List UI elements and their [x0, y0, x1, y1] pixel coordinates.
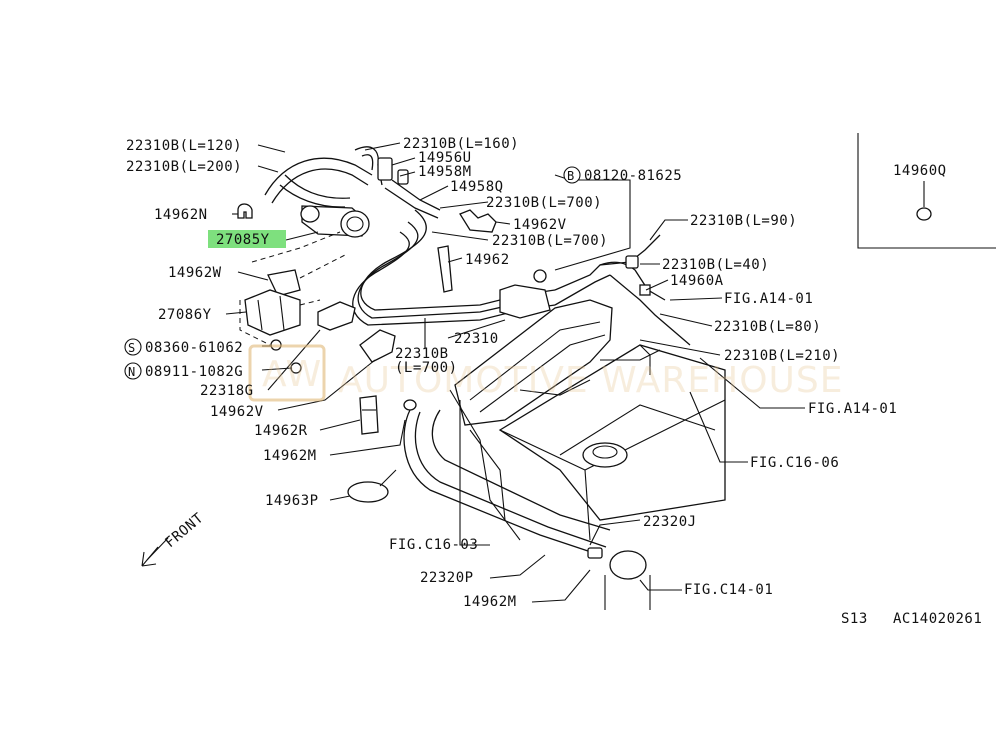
- clips: [237, 203, 497, 503]
- label-14956U[interactable]: 14956U: [418, 150, 472, 166]
- plug-part: [916, 207, 932, 221]
- label-diagram-code: AC14020261: [893, 611, 982, 627]
- bracket-27086Y: [244, 289, 301, 336]
- circle-N: [124, 362, 142, 380]
- label-14962[interactable]: 14962: [465, 252, 510, 268]
- label-FIG-C16-03[interactable]: FIG.C16-03: [389, 537, 478, 553]
- label-14962V-bottom[interactable]: 14962V: [210, 404, 264, 420]
- clip-14962V-bottom: [359, 329, 396, 363]
- circle-S: [124, 338, 142, 356]
- clip-14962R: [359, 395, 379, 435]
- canister-part: [300, 205, 370, 238]
- label-27086Y[interactable]: 27086Y: [158, 307, 212, 323]
- oil-filler-cap: [582, 442, 628, 468]
- label-22310B-mid[interactable]: 22310B: [395, 346, 449, 362]
- front-label: FRONT: [162, 510, 207, 551]
- hose-group-lower: [403, 399, 611, 559]
- pump-part: [609, 550, 647, 580]
- label-22320J[interactable]: 22320J: [643, 514, 697, 530]
- label-14962V-top[interactable]: 14962V: [513, 217, 567, 233]
- label-08911-1082G[interactable]: 08911-1082G: [145, 364, 243, 380]
- label-14958M[interactable]: 14958M: [418, 164, 472, 180]
- circle-B: [563, 166, 581, 184]
- label-14962W[interactable]: 14962W: [168, 265, 222, 281]
- clip-14962W: [267, 269, 301, 297]
- label-27085Y[interactable]: 27085Y: [216, 232, 270, 248]
- label-14962R[interactable]: 14962R: [254, 423, 308, 439]
- label-08120-81625[interactable]: 08120-81625: [584, 168, 682, 184]
- label-14962M-left[interactable]: 14962M: [263, 448, 317, 464]
- front-indicator: FRONT: [141, 510, 207, 567]
- label-08360-61062[interactable]: 08360-61062: [145, 340, 243, 356]
- label-22310B-210[interactable]: 22310B(L=210): [724, 348, 840, 364]
- watermark-logo: AW: [262, 354, 322, 395]
- label-14958Q[interactable]: 14958Q: [450, 179, 504, 195]
- label-22310B-90[interactable]: 22310B(L=90): [690, 213, 797, 229]
- label-22310B-700-b[interactable]: 22310B(L=700): [492, 233, 608, 249]
- watermark-text: AUTOMOTIVE WAREHOUSE: [338, 360, 844, 401]
- inset-box: 14960Q: [857, 133, 996, 249]
- label-S13: S13: [841, 611, 868, 627]
- label-FIG-C16-06[interactable]: FIG.C16-06: [750, 455, 839, 471]
- valve-14956U: [377, 157, 393, 181]
- circle-N-letter: N: [128, 365, 136, 379]
- label-14960Q[interactable]: 14960Q: [893, 163, 947, 179]
- leader-lines: [225, 142, 805, 603]
- hose-group-upper: [264, 146, 556, 326]
- clamp-14963P: [347, 481, 389, 503]
- label-FIG-C14-01[interactable]: FIG.C14-01: [684, 582, 773, 598]
- label-22310B-40[interactable]: 22310B(L=40): [662, 257, 769, 273]
- label-22318G[interactable]: 22318G: [200, 383, 254, 399]
- watermark: AW AUTOMOTIVE WAREHOUSE: [248, 344, 844, 402]
- part-labels: 22310B(L=120) 22310B(L=200) 22310B(L=160…: [126, 136, 982, 627]
- label-FIG-A14-01-b[interactable]: FIG.A14-01: [808, 401, 897, 417]
- circle-B-letter: B: [567, 169, 575, 183]
- bolt-08120: [533, 269, 547, 283]
- label-14963P[interactable]: 14963P: [265, 493, 319, 509]
- hose-group-right: [533, 234, 691, 346]
- highlight-27085Y: [208, 230, 286, 248]
- reference-lines: [239, 231, 346, 346]
- label-22310B-80[interactable]: 22310B(L=80): [714, 319, 821, 335]
- label-22310B-700-a[interactable]: 22310B(L=700): [486, 195, 602, 211]
- engine-block: [449, 299, 726, 610]
- label-14962M-bottom[interactable]: 14962M: [463, 594, 517, 610]
- clip-14962N: [237, 203, 253, 219]
- label-22320P[interactable]: 22320P: [420, 570, 474, 586]
- label-22310B-200[interactable]: 22310B(L=200): [126, 159, 242, 175]
- circle-S-letter: S: [128, 341, 136, 355]
- clip-22318G: [317, 301, 356, 331]
- label-14962N[interactable]: 14962N: [154, 207, 208, 223]
- clip-14962V-top: [459, 209, 497, 233]
- label-FIG-A14-01-a[interactable]: FIG.A14-01: [724, 291, 813, 307]
- bracket-22310: [499, 284, 551, 319]
- label-22310[interactable]: 22310: [454, 331, 499, 347]
- label-14960A[interactable]: 14960A: [670, 273, 724, 289]
- label-22310B-160[interactable]: 22310B(L=160): [403, 136, 519, 152]
- label-22310B-120[interactable]: 22310B(L=120): [126, 138, 242, 154]
- label-L700-mid[interactable]: (L=700): [395, 360, 458, 376]
